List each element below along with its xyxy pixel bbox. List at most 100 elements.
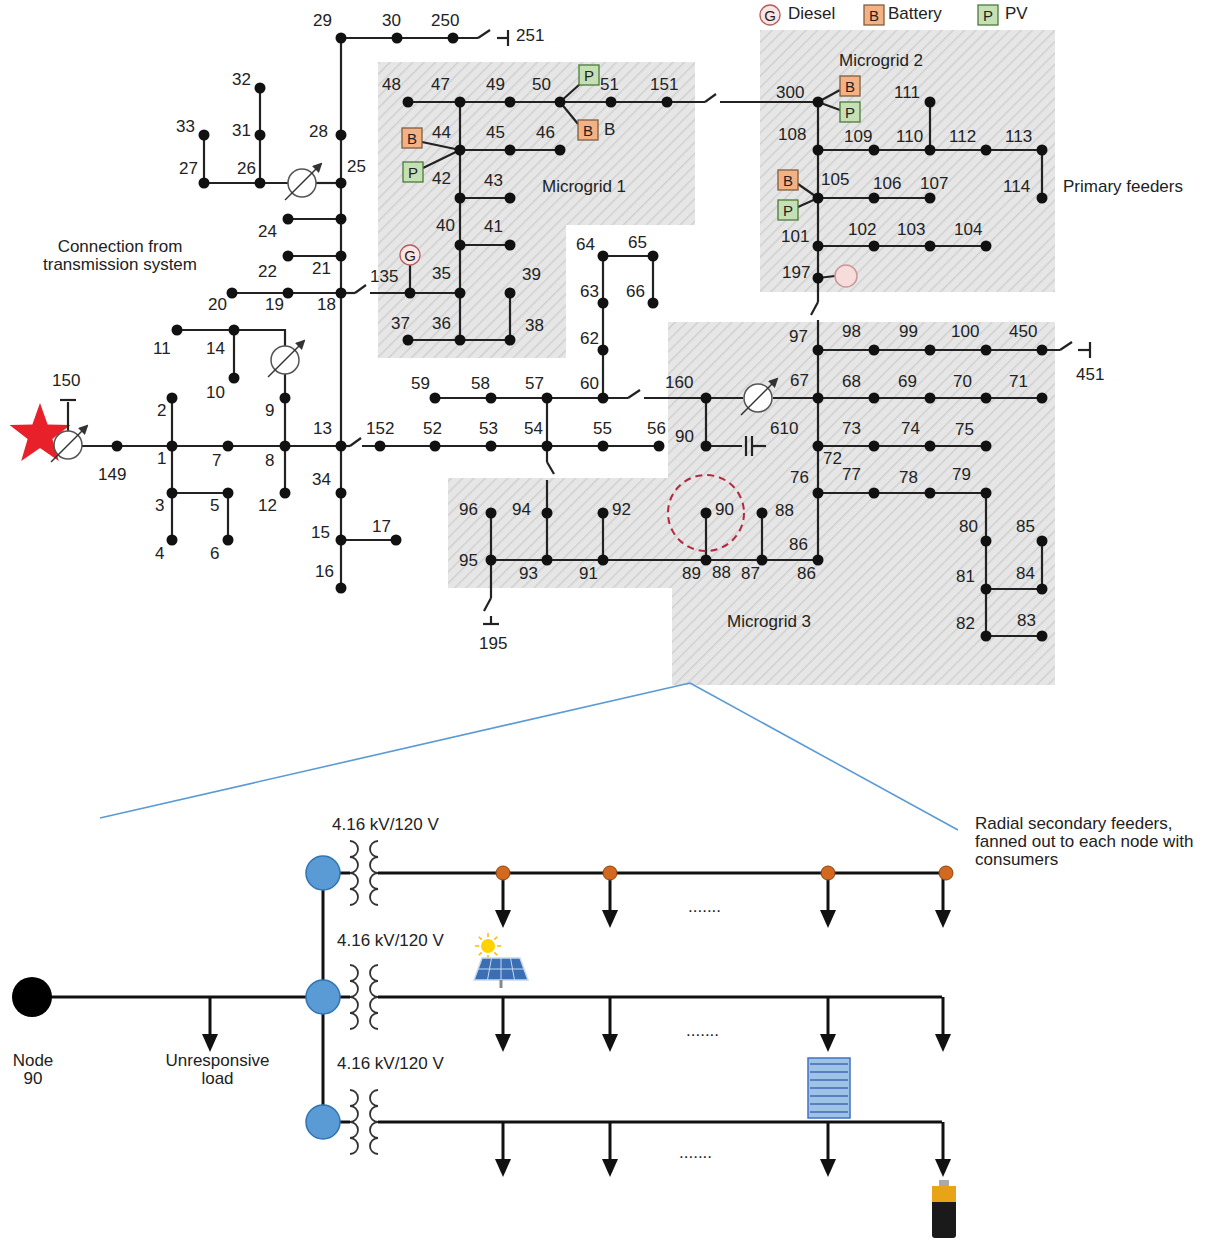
feeder-line <box>203 135 205 183</box>
bus-dot <box>813 488 824 499</box>
bus-dot <box>403 335 414 346</box>
feeder-line <box>603 256 653 398</box>
bus-number: 43 <box>484 172 503 190</box>
battery-band <box>932 1186 956 1202</box>
bus-number: 77 <box>842 466 861 484</box>
building-floor <box>810 1063 848 1065</box>
bus-dot <box>981 536 992 547</box>
bus-dot <box>648 298 659 309</box>
bus-dot <box>199 178 210 189</box>
bus-number: 64 <box>576 236 595 254</box>
device-letter: B <box>783 173 793 188</box>
feeder-line <box>233 330 235 378</box>
sun-ray <box>475 945 479 947</box>
bus-number: 57 <box>525 375 544 393</box>
battery-symbol <box>402 128 422 148</box>
load-arrowhead <box>820 1034 836 1052</box>
bus-dot <box>455 288 466 299</box>
bus-dot <box>336 251 347 262</box>
bus-number: 94 <box>512 501 531 519</box>
device-letter: P <box>783 203 793 218</box>
bus-number: 88 <box>712 564 731 582</box>
bus-dot <box>280 488 291 499</box>
bus-number: 91 <box>579 565 598 583</box>
device-letter: P <box>845 105 855 120</box>
bus-dot <box>598 251 609 262</box>
feeder-line <box>745 436 747 456</box>
bus-number: 80 <box>959 518 978 536</box>
feeder-line <box>705 513 707 560</box>
feeder-line <box>490 616 492 624</box>
sun-ray <box>494 937 497 940</box>
diesel-symbol <box>760 5 780 25</box>
bus-number: 27 <box>179 160 198 178</box>
bus-number: 108 <box>778 126 806 144</box>
bus-dot <box>505 335 516 346</box>
annotation-text: Unresponsive load <box>150 1052 285 1088</box>
bus-dot <box>430 393 441 404</box>
bus-number: 79 <box>952 466 971 484</box>
feeder-line <box>204 182 288 184</box>
region-title: Microgrid 3 <box>727 613 811 631</box>
building-floor <box>810 1087 848 1089</box>
bus-number: 46 <box>536 124 555 142</box>
bus-dot <box>598 508 609 519</box>
bus-number: 51 <box>600 76 619 94</box>
bus-number: 109 <box>844 128 872 146</box>
bus-dot <box>283 288 294 299</box>
building-floor <box>810 1103 848 1105</box>
bus-dot <box>869 488 880 499</box>
bus-number: 105 <box>821 171 849 189</box>
bus-dot <box>336 33 347 44</box>
bus-number: 85 <box>1016 518 1035 536</box>
bus-number: 35 <box>432 265 451 283</box>
bus-number: 36 <box>432 315 451 333</box>
bus-number: 18 <box>317 296 336 314</box>
panel-grid <box>478 969 524 970</box>
feeder-line <box>362 445 659 447</box>
zoom-leader <box>690 683 958 830</box>
bus-dot <box>813 97 824 108</box>
bus-number: 197 <box>782 264 810 282</box>
bus-dot <box>869 345 880 356</box>
bus-dot <box>283 251 294 262</box>
load-arrowhead <box>935 1159 951 1177</box>
bus-dot <box>662 97 673 108</box>
bus-dot <box>486 508 497 519</box>
bus-dot <box>112 441 123 452</box>
bus-dot <box>336 488 347 499</box>
bus-number: 7 <box>212 452 221 470</box>
pv-symbol <box>778 200 798 220</box>
bus-dot <box>375 441 386 452</box>
bus-number: 95 <box>459 552 478 570</box>
bus-number: 40 <box>436 217 455 235</box>
regulator-arrow <box>51 426 87 462</box>
feeder-line <box>60 399 76 401</box>
bus-number: 89 <box>682 565 701 583</box>
bus-number: 4.16 kV/120 V <box>332 816 439 834</box>
bus-number: 84 <box>1016 565 1035 583</box>
bus-dot <box>869 393 880 404</box>
bus-number: 78 <box>899 469 918 487</box>
bus-dot <box>448 33 459 44</box>
feeder-line <box>546 480 548 560</box>
load-arrowhead <box>935 1034 951 1052</box>
bus-dot <box>542 508 553 519</box>
bus-number: 34 <box>312 471 331 489</box>
bus-number: 45 <box>486 124 505 142</box>
bus-dot <box>542 555 553 566</box>
device-letter: B <box>845 79 855 94</box>
region-title: Microgrid 2 <box>839 52 923 70</box>
load-arrow <box>827 1122 830 1160</box>
feeder-line <box>497 37 508 39</box>
battery-symbol <box>840 76 860 96</box>
bus-dot <box>336 130 347 141</box>
bus-dot <box>598 298 609 309</box>
bus-number: 9 <box>265 402 274 420</box>
bus-dot <box>869 441 880 452</box>
bus-dot <box>869 145 880 156</box>
bus-number: 59 <box>411 375 430 393</box>
load-arrowhead <box>820 1159 836 1177</box>
bus-number: 111 <box>894 84 920 102</box>
bus-dot <box>598 441 609 452</box>
